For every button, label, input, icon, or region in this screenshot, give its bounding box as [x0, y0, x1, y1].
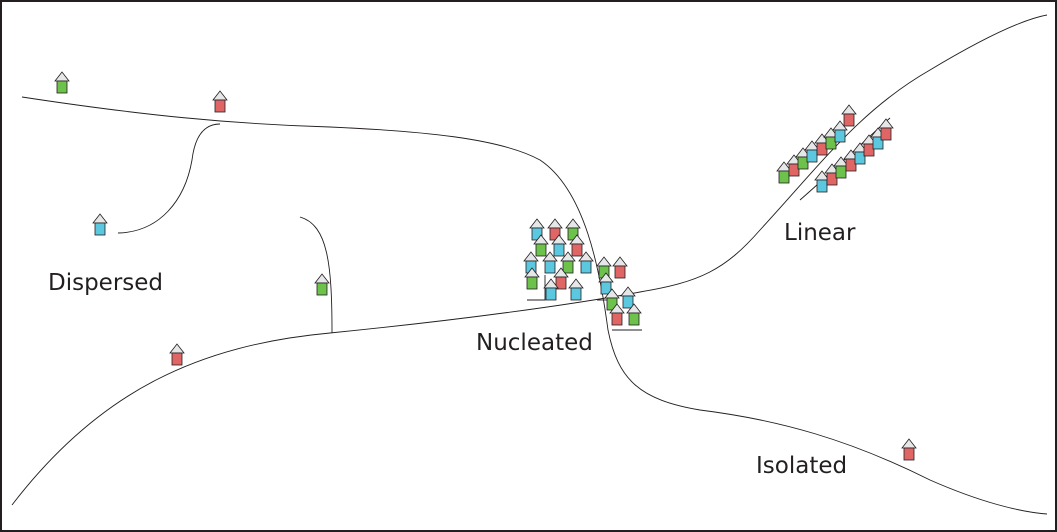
road-nucleated-lane-1 [527, 275, 546, 301]
house-body [562, 260, 574, 274]
houses [54, 71, 917, 461]
house-body [816, 142, 828, 156]
house-body [903, 447, 915, 461]
dispersed-house-icon [212, 90, 228, 113]
house-body [622, 295, 634, 309]
house-body [778, 170, 790, 184]
nucleated-house-icon [547, 218, 563, 241]
nucleated-house-icon [578, 251, 594, 274]
house-body [797, 156, 809, 170]
house-body [545, 287, 557, 301]
dispersed-house-icon [54, 71, 70, 94]
nucleated-house-icon [568, 278, 584, 301]
nucleated-house-icon [551, 234, 567, 257]
house-body [614, 265, 626, 279]
house-body [854, 151, 866, 165]
linear-house-icon [824, 163, 840, 186]
nucleated-house-icon [524, 267, 540, 290]
linear-house-icon [776, 161, 792, 184]
linear-house-icon [832, 120, 848, 143]
house-body [526, 276, 538, 290]
house-body [570, 287, 582, 301]
linear-house-icon [786, 154, 802, 177]
house-body [880, 127, 892, 141]
house-body [94, 222, 106, 236]
house-body [628, 312, 640, 326]
house-body [826, 172, 838, 186]
linear-house-icon [878, 118, 894, 141]
nucleated-house-icon [626, 303, 642, 326]
dispersed-house-icon [314, 273, 330, 296]
label-nucleated: Nucleated [476, 330, 593, 356]
house-body [834, 129, 846, 143]
label-dispersed: Dispersed [48, 270, 163, 296]
linear-house-icon [841, 104, 857, 127]
linear-house-icon [833, 156, 849, 179]
nucleated-house-icon [598, 272, 614, 295]
linear-house-icon [804, 140, 820, 163]
house-body [788, 163, 800, 177]
house-body [600, 281, 612, 295]
linear-house-icon [814, 170, 830, 193]
house-body [571, 243, 583, 257]
house-body [553, 243, 565, 257]
linear-house-icon [843, 149, 859, 172]
linear-house-icon [861, 134, 877, 157]
linear-house-icon [814, 133, 830, 156]
nucleated-house-icon [543, 278, 559, 301]
label-linear: Linear [784, 220, 856, 246]
nucleated-house-icon [612, 256, 628, 279]
house-body [825, 136, 837, 150]
nucleated-house-icon [542, 251, 558, 274]
dispersed-house-icon [92, 213, 108, 236]
nucleated-house-icon [609, 303, 625, 326]
house-body [544, 260, 556, 274]
label-isolated: Isolated [756, 453, 847, 479]
house-body [580, 260, 592, 274]
nucleated-house-icon [560, 251, 576, 274]
house-body [555, 276, 567, 290]
house-body [535, 243, 547, 257]
house-body [843, 113, 855, 127]
house-body [316, 282, 328, 296]
house-body [214, 99, 226, 113]
house-body [806, 149, 818, 163]
isolated-house-icon [901, 438, 917, 461]
linear-house-icon [823, 127, 839, 150]
house-body [816, 179, 828, 193]
linear-house-icon [852, 142, 868, 165]
road-south [11, 14, 1048, 506]
house-body [56, 80, 68, 94]
house-body [835, 165, 847, 179]
house-body [863, 143, 875, 157]
house-body [845, 158, 857, 172]
nucleated-house-icon [569, 234, 585, 257]
dispersed-house-icon [169, 343, 185, 366]
house-body [611, 312, 623, 326]
linear-house-icon [795, 147, 811, 170]
house-body [171, 352, 183, 366]
nucleated-house-icon [620, 286, 636, 309]
house-body [872, 136, 884, 150]
nucleated-house-icon [533, 234, 549, 257]
road-spur-left [117, 123, 221, 234]
nucleated-house-icon [553, 267, 569, 290]
road-spur-middle [299, 216, 333, 334]
